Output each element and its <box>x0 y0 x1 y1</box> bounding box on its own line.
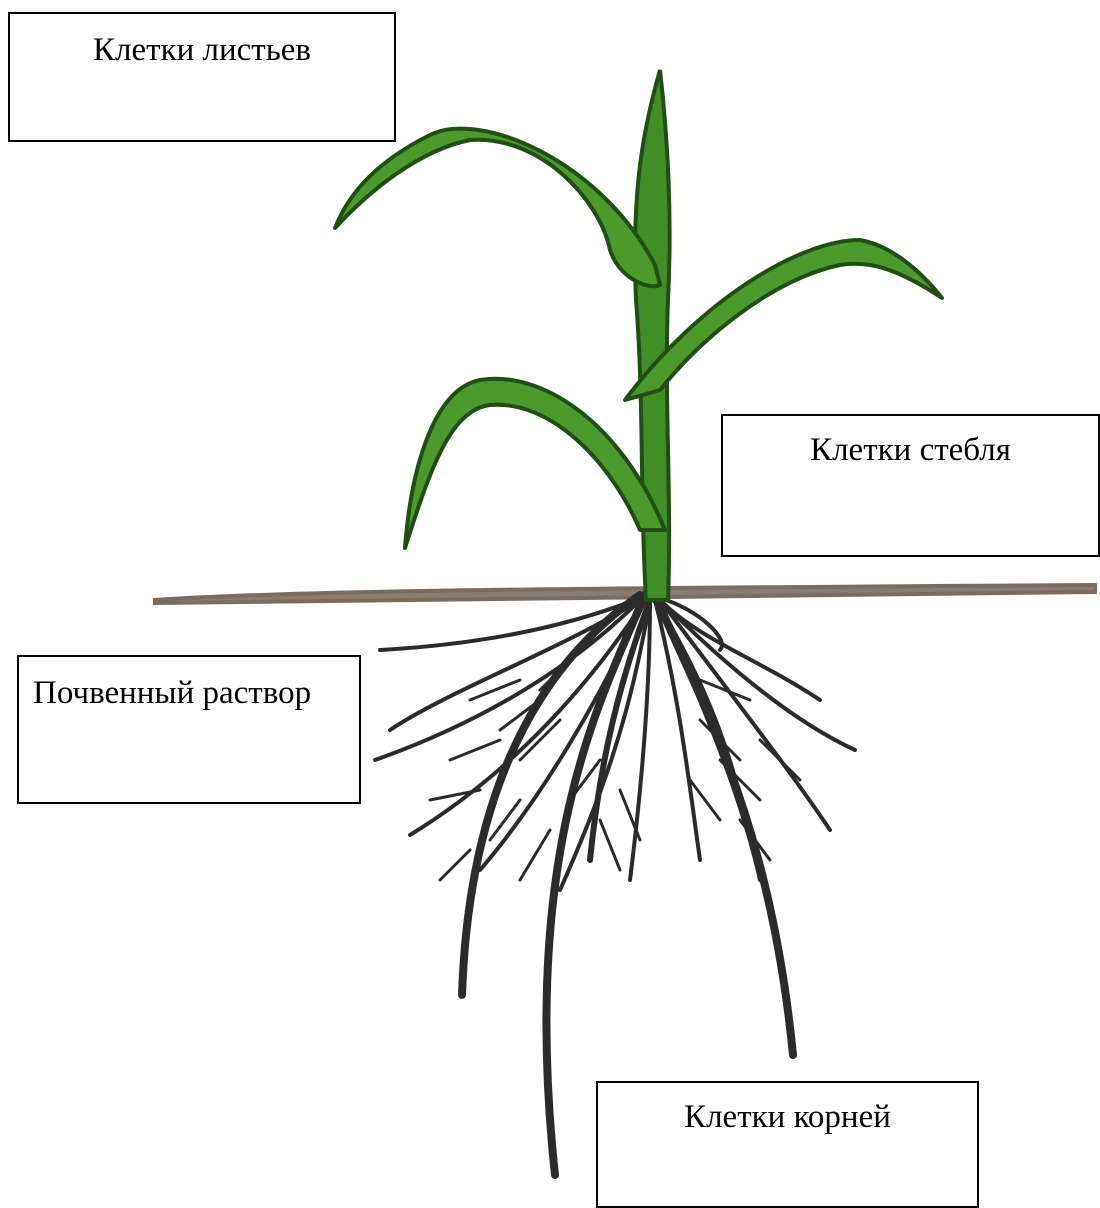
leaf-cells-label: Клетки листьев <box>10 32 394 69</box>
soil-surface-line <box>155 585 1095 603</box>
root-cells-box: Клетки корней <box>596 1081 979 1208</box>
stem-cells-label: Клетки стебля <box>723 432 1098 469</box>
stem-cells-box: Клетки стебля <box>721 414 1100 557</box>
soil-solution-label: Почвенный раствор <box>33 675 359 712</box>
root-cells-label: Клетки корней <box>598 1099 977 1136</box>
leaf-cells-box: Клетки листьев <box>8 12 396 142</box>
soil-solution-box: Почвенный раствор <box>17 655 361 804</box>
